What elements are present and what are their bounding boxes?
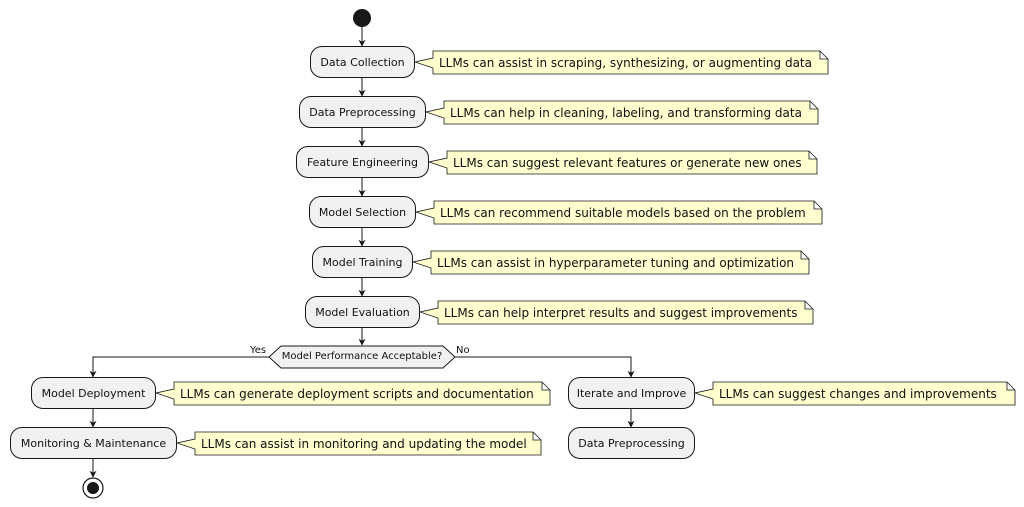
no-branch-arrow [455,356,635,378]
note-model-evaluation: LLMs can help interpret results and sugg… [418,300,814,325]
note-model-training: LLMs can assist in hyperparameter tuning… [411,250,810,275]
step-iterate-improve: Iterate and Improve [568,377,695,409]
note-text: LLMs can help in cleaning, labeling, and… [450,105,802,120]
note-text: LLMs can suggest changes and improvement… [719,386,997,401]
yes-branch-arrow [89,356,269,378]
note-text: LLMs can generate deployment scripts and… [180,386,534,401]
no-label: No [456,345,470,356]
start-node [353,9,371,27]
step-model-evaluation: Model Evaluation [305,296,420,328]
note-iterate: LLMs can suggest changes and improvement… [693,381,1016,406]
decision-diamond [268,345,456,369]
note-text: LLMs can assist in monitoring and updati… [201,436,527,451]
note-data-preprocessing: LLMs can help in cleaning, labeling, and… [424,100,819,125]
note-text: LLMs can recommend suitable models based… [440,205,806,220]
note-data-collection: LLMs can assist in scraping, synthesizin… [413,50,829,75]
note-model-selection: LLMs can recommend suitable models based… [414,200,823,225]
note-text: LLMs can help interpret results and sugg… [444,305,798,320]
decision-question: Model Performance Acceptable? [281,351,443,362]
yes-label: Yes [250,345,267,356]
note-feature-engineering: LLMs can suggest relevant features or ge… [427,150,818,175]
note-monitoring: LLMs can assist in monitoring and updati… [175,431,542,456]
note-text: LLMs can assist in scraping, synthesizin… [439,55,812,70]
step-data-preprocessing: Data Preprocessing [299,96,426,128]
step-feature-engineering: Feature Engineering [296,146,429,178]
step-data-preprocessing-repeat: Data Preprocessing [568,427,695,459]
step-model-deployment: Model Deployment [31,377,156,409]
step-model-selection: Model Selection [309,196,416,228]
note-text: LLMs can assist in hyperparameter tuning… [437,255,795,270]
note-model-deployment: LLMs can generate deployment scripts and… [154,381,551,406]
step-data-collection: Data Collection [310,46,415,78]
step-monitoring-maintenance: Monitoring & Maintenance [10,427,177,459]
step-model-training: Model Training [312,246,413,278]
note-text: LLMs can suggest relevant features or ge… [453,155,802,170]
end-node-inner [87,482,99,494]
